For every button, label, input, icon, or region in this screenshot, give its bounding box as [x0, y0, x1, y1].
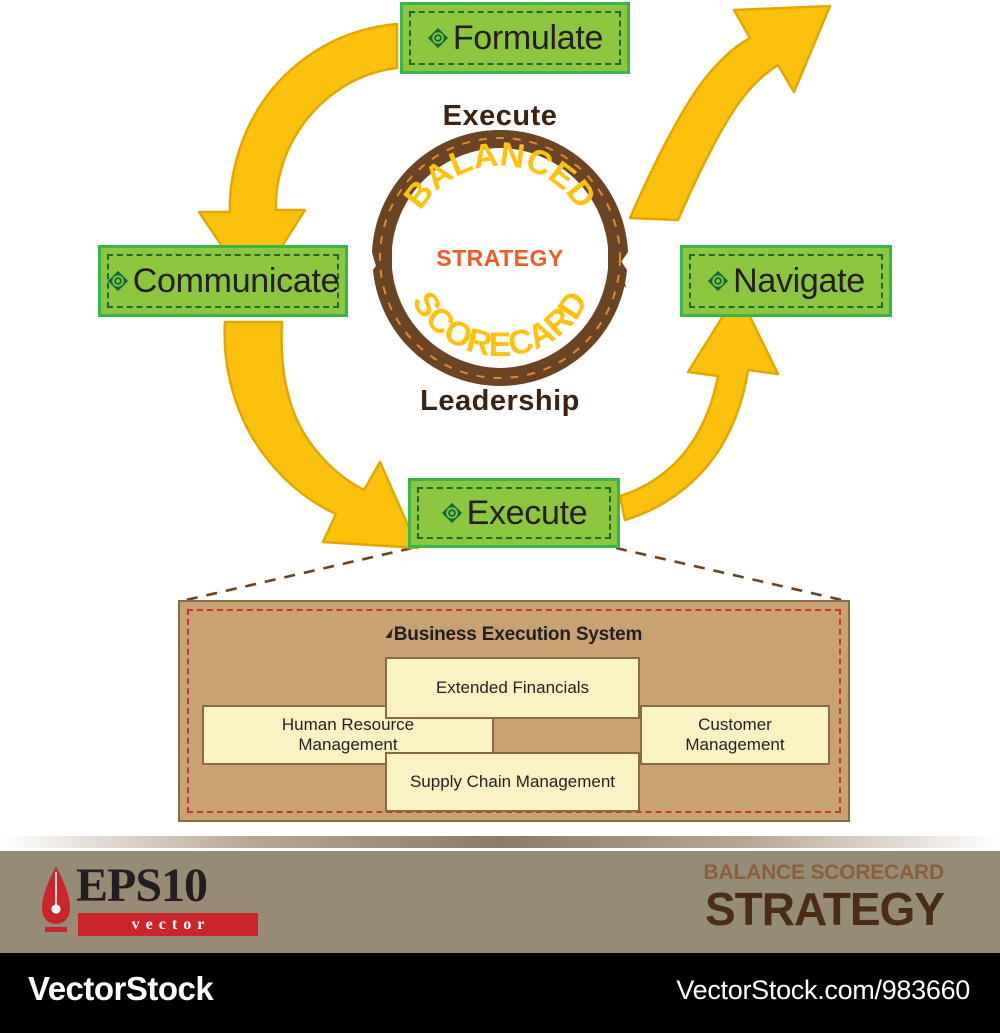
node-label: Execute — [466, 494, 588, 532]
panel-box-customer-management[interactable]: Customer Management — [640, 705, 830, 765]
node-dashed-border — [689, 254, 883, 308]
panel-title-text: Business Execution System — [393, 624, 643, 645]
panel-box-extended-financials[interactable]: Extended Financials — [385, 657, 640, 719]
vector-chip: vector — [78, 913, 258, 936]
badge-ring-bottom-solid — [373, 230, 627, 386]
eps10-vector-logo: EPS10 vector — [38, 862, 338, 938]
node-formulate[interactable]: Formulate — [400, 2, 630, 74]
footer-title-block: BALANCE SCORECARD STRATEGY — [703, 861, 945, 935]
panel-box-supply-chain-management[interactable]: Supply Chain Management — [385, 752, 640, 812]
diamond-icon — [107, 270, 128, 292]
balanced-scorecard-badge: BALANCED SCORECARD — [370, 128, 630, 388]
node-dashed-border — [409, 11, 621, 65]
node-dashed-border — [417, 487, 611, 539]
node-execute[interactable]: Execute — [408, 478, 620, 548]
badge-outer-top-text: Execute — [442, 100, 558, 132]
badge-stitch-outer — [379, 137, 621, 379]
watermark-band — [0, 953, 1000, 1033]
node-label: Formulate — [452, 19, 604, 57]
node-navigate[interactable]: Navigate — [680, 245, 892, 317]
diamond-icon — [441, 502, 462, 524]
arrow-navigate-to-formulate — [628, 4, 832, 222]
gradient-divider — [0, 836, 1000, 848]
panel-title: Business Execution System — [180, 624, 848, 646]
business-execution-system-panel: Business Execution System Extended Finan… — [178, 600, 850, 822]
node-label: Navigate — [733, 262, 865, 300]
footer-band — [0, 851, 1000, 953]
badge-outer-bottom-text: Leadership — [420, 385, 580, 417]
vectorstock-url[interactable]: VectorStock.com/983660 — [676, 975, 970, 1005]
pen-nib-icon — [42, 866, 70, 932]
node-communicate[interactable]: Communicate — [98, 245, 348, 317]
strategy-cycle-diagram: BALANCED SCORECARD Execute STRATEGY Lead… — [98, 2, 892, 822]
badge-center-text: STRATEGY — [436, 245, 564, 271]
node-label: Communicate — [132, 262, 340, 300]
cycle-arrows — [197, 4, 832, 550]
footer-main-title: STRATEGY — [704, 883, 945, 935]
eps10-label: EPS10 — [76, 859, 208, 912]
diamond-icon — [708, 270, 729, 292]
panel-dashed-border — [187, 609, 841, 813]
vector-label: vector — [131, 915, 211, 933]
diamond-icon — [427, 27, 448, 49]
arrow-formulate-to-communicate — [197, 22, 399, 294]
triangle-marker-icon — [385, 628, 393, 638]
vectorstock-brand-name: VectorStock — [28, 970, 214, 1007]
arrow-execute-to-navigate — [618, 290, 780, 522]
badge-center-disc — [438, 196, 562, 320]
footer-subtitle: BALANCE SCORECARD — [703, 861, 945, 884]
arrow-communicate-to-execute — [223, 320, 420, 550]
badge-ring-top-solid — [373, 130, 627, 286]
